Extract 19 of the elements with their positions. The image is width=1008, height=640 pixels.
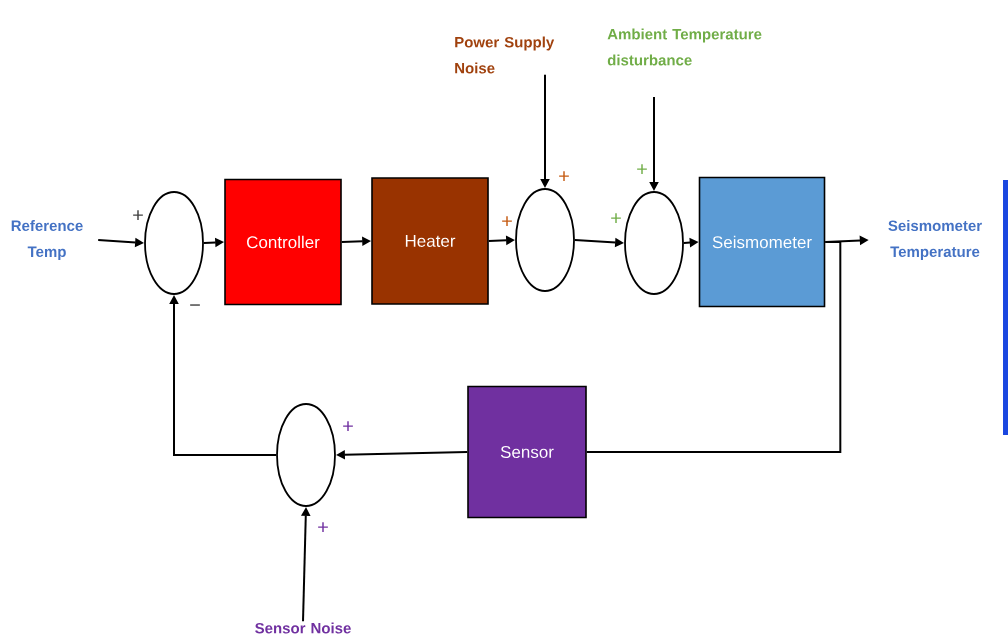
summing-junction: [144, 191, 204, 295]
sign-label: +: [611, 213, 621, 223]
output-label: Seismometer Temperature: [888, 220, 982, 260]
sign-label: +: [502, 216, 512, 226]
sign-label: −: [190, 304, 200, 306]
controller-block: Controller: [224, 178, 342, 306]
summing-junction: [515, 188, 575, 292]
sensor-block: Sensor: [467, 385, 587, 519]
heater-block: Heater: [371, 177, 489, 305]
summing-junction: [624, 191, 684, 295]
sign-label: +: [318, 522, 328, 532]
input-label: Reference Temp: [11, 220, 83, 260]
noise-label: Sensor Noise: [255, 622, 351, 634]
sign-label: +: [637, 164, 647, 174]
summing-junction: [276, 403, 336, 507]
plant-block: Seismometer: [698, 176, 826, 308]
sign-label: +: [559, 171, 569, 181]
disturbance-label: Power Supply Noise: [455, 36, 555, 74]
disturbance-label: Ambient Temperature disturbance: [607, 28, 762, 66]
